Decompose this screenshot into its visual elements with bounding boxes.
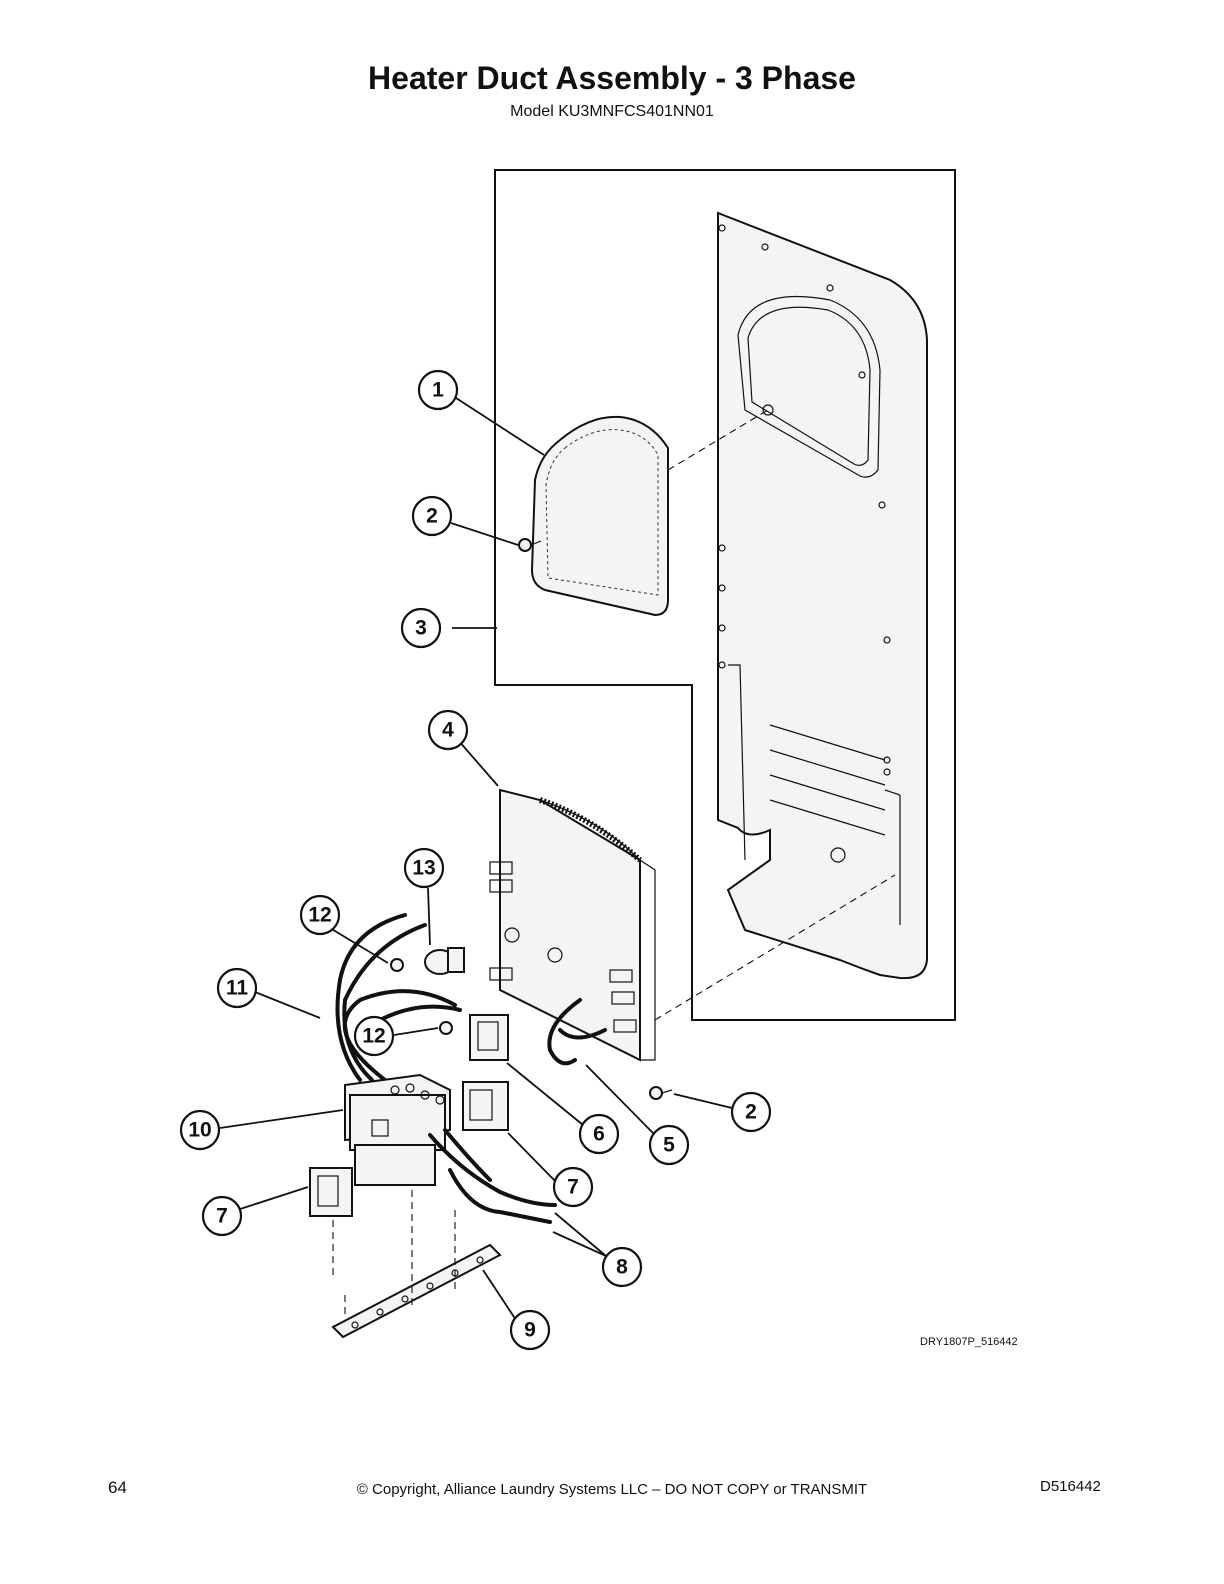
callout-8: 8 <box>601 1246 643 1288</box>
relay-part-left <box>309 1167 353 1217</box>
callout-7-right: 7 <box>552 1166 594 1208</box>
callout-label: 13 <box>412 857 435 880</box>
callout-label: 8 <box>616 1256 628 1279</box>
copyright-notice: © Copyright, Alliance Laundry Systems LL… <box>356 1481 868 1498</box>
thermostat-part <box>424 947 465 975</box>
duct-frame-outline <box>494 169 956 1021</box>
power-wire-part <box>428 1128 557 1224</box>
callout-11: 11 <box>216 967 258 1009</box>
callout-label: 2 <box>426 505 438 528</box>
callout-12-lower: 12 <box>353 1015 395 1057</box>
callout-6: 6 <box>578 1113 620 1155</box>
callout-9: 9 <box>509 1309 551 1351</box>
callout-7-left: 7 <box>201 1195 243 1237</box>
relay-part-right <box>462 1081 509 1131</box>
lint-screen-part <box>530 415 669 617</box>
ground-screw-lower <box>439 1021 453 1035</box>
callout-label: 12 <box>308 904 331 927</box>
contactor-part <box>344 1073 451 1186</box>
callout-label: 2 <box>745 1101 757 1124</box>
heater-element-box <box>489 788 656 1062</box>
page-title: Heater Duct Assembly - 3 Phase <box>368 60 856 96</box>
callout-label: 3 <box>415 617 427 640</box>
callout-label: 10 <box>188 1119 211 1142</box>
callout-13: 13 <box>403 847 445 889</box>
document-number: D516442 <box>1040 1478 1101 1495</box>
screw-part-lower <box>649 1086 673 1100</box>
callout-3: 3 <box>400 607 442 649</box>
callout-label: 7 <box>567 1176 579 1199</box>
callout-12-upper: 12 <box>299 894 341 936</box>
drawing-reference: DRY1807P_516442 <box>920 1336 1018 1348</box>
callout-label: 6 <box>593 1123 605 1146</box>
switch-part <box>469 1014 509 1061</box>
wire-harness-part <box>335 913 462 1082</box>
callout-label: 11 <box>226 977 249 1000</box>
callout-label: 5 <box>663 1134 675 1157</box>
callout-label: 7 <box>216 1205 228 1228</box>
jumper-wire-part <box>547 998 607 1066</box>
callout-2: 2 <box>411 495 453 537</box>
callout-10: 10 <box>179 1109 221 1151</box>
callout-5: 5 <box>648 1124 690 1166</box>
heater-duct-panel <box>717 211 928 980</box>
callout-label: 12 <box>362 1025 385 1048</box>
callout-label: 4 <box>442 719 454 742</box>
screw-part-upper <box>518 538 542 552</box>
callout-label: 1 <box>432 379 444 402</box>
callout-label: 9 <box>524 1319 536 1342</box>
callout-4: 4 <box>427 709 469 751</box>
mounting-rail-part <box>331 1243 502 1339</box>
leader-lines <box>219 397 733 1321</box>
callout-2-lower: 2 <box>730 1091 772 1133</box>
ground-screw-upper <box>390 958 404 972</box>
page-number: 64 <box>108 1478 127 1497</box>
model-subtitle: Model KU3MNFCS401NN01 <box>510 103 714 120</box>
callout-1: 1 <box>417 369 459 411</box>
